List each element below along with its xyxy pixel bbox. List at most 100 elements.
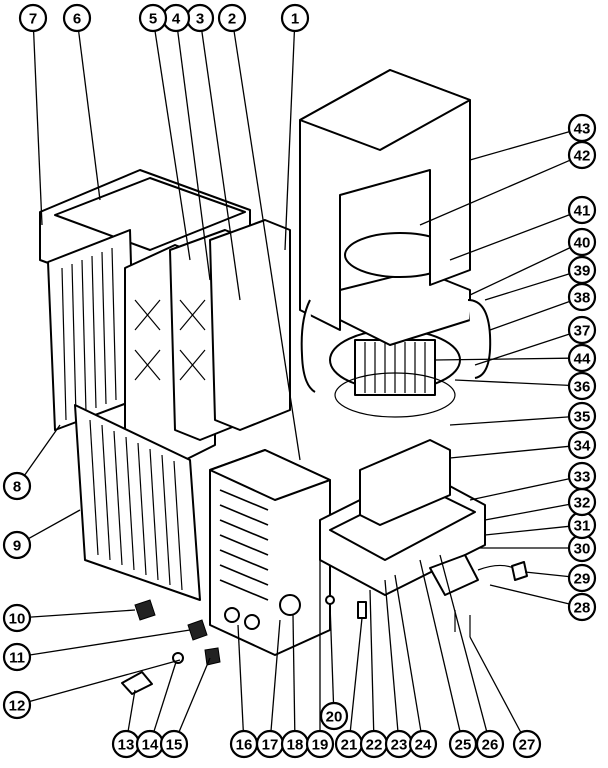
leader-line-36 xyxy=(454,379,570,387)
callout-number: 13 xyxy=(118,737,135,754)
callout-number: 41 xyxy=(574,203,591,220)
callout-circle xyxy=(2,690,32,720)
leader-line-13 xyxy=(127,689,136,732)
callout-number: 24 xyxy=(415,737,432,754)
leader-line-7 xyxy=(32,30,43,226)
callout-34: 34 xyxy=(567,430,597,460)
callout-circle xyxy=(2,530,32,560)
callout-circle xyxy=(280,3,310,33)
callout-number: 32 xyxy=(574,495,591,512)
callout-23: 23 xyxy=(384,729,414,759)
callout-number: 30 xyxy=(574,541,591,558)
callout-number: 44 xyxy=(574,351,591,368)
leader-line-37 xyxy=(474,333,570,366)
callout-15: 15 xyxy=(159,729,189,759)
callout-21: 21 xyxy=(334,729,364,759)
callout-number: 9 xyxy=(13,538,21,555)
leader-line-1 xyxy=(284,30,296,251)
callout-number: 3 xyxy=(196,11,204,28)
leader-line-14 xyxy=(153,661,177,732)
callout-2: 2 xyxy=(217,3,247,33)
small-clip-part xyxy=(134,599,156,621)
callout-7: 7 xyxy=(18,3,48,33)
leader-line-34 xyxy=(449,445,570,459)
leader-line-39 xyxy=(484,273,570,301)
leader-line-8 xyxy=(23,424,61,476)
callout-number: 27 xyxy=(519,737,536,754)
callout-circle xyxy=(567,343,597,373)
leader-line-23 xyxy=(384,579,399,732)
side-rail-right xyxy=(467,299,492,379)
callout-circle xyxy=(138,3,168,33)
filter-panel-rear xyxy=(209,219,291,431)
callout-16: 16 xyxy=(229,729,259,759)
callout-17: 17 xyxy=(255,729,285,759)
cord-plug xyxy=(511,561,528,581)
callout-26: 26 xyxy=(475,729,505,759)
callout-number: 20 xyxy=(326,709,343,726)
callout-39: 39 xyxy=(567,255,597,285)
callout-number: 5 xyxy=(149,11,157,28)
callout-circle xyxy=(217,3,247,33)
callout-number: 18 xyxy=(287,737,304,754)
rear-grille-slats xyxy=(89,419,183,591)
callout-number: 19 xyxy=(312,737,329,754)
callout-circle xyxy=(567,461,597,491)
leader-line-15 xyxy=(178,657,211,733)
screw-21 xyxy=(357,601,367,619)
callout-24: 24 xyxy=(408,729,438,759)
leader-line-12 xyxy=(29,659,181,703)
leader-line-16 xyxy=(237,624,244,732)
callout-number: 29 xyxy=(574,571,591,588)
callout-number: 22 xyxy=(366,737,383,754)
leader-line-10 xyxy=(29,609,136,618)
callout-40: 40 xyxy=(567,227,597,257)
side-rail-left xyxy=(300,299,316,393)
callout-circle xyxy=(567,430,597,460)
callout-circle xyxy=(2,471,32,501)
callout-5: 5 xyxy=(138,3,168,33)
callout-41: 41 xyxy=(567,195,597,225)
callout-circle xyxy=(319,701,349,731)
leader-line-41 xyxy=(449,213,571,261)
callout-number: 11 xyxy=(9,650,25,667)
leader-line-2 xyxy=(233,30,301,461)
leader-line-28 xyxy=(489,584,570,605)
callout-circle xyxy=(305,729,335,759)
callout-13: 13 xyxy=(111,729,141,759)
callout-22: 22 xyxy=(359,729,389,759)
leader-line-6 xyxy=(77,30,101,201)
callout-number: 40 xyxy=(574,235,591,252)
callout-circle xyxy=(567,113,597,143)
leader-line-9 xyxy=(28,509,81,540)
callout-number: 8 xyxy=(13,479,21,496)
callout-number: 1 xyxy=(291,11,299,28)
knob-part xyxy=(204,647,221,666)
callout-number: 17 xyxy=(262,737,279,754)
leader-line-31 xyxy=(484,525,570,536)
callout-36: 36 xyxy=(567,371,597,401)
leader-line-21 xyxy=(349,617,363,732)
callout-37: 37 xyxy=(567,315,597,345)
motor-bracket xyxy=(359,439,451,526)
leader-line-18 xyxy=(292,614,296,732)
leader-line-26 xyxy=(439,554,488,732)
callout-number: 21 xyxy=(341,737,358,754)
callout-32: 32 xyxy=(567,487,597,517)
callout-number: 42 xyxy=(574,148,591,165)
callout-number: 23 xyxy=(391,737,408,754)
switch-part xyxy=(187,619,208,641)
leader-line-27 xyxy=(469,636,522,733)
callout-number: 38 xyxy=(574,290,591,307)
callout-29: 29 xyxy=(567,563,597,593)
callout-number: 10 xyxy=(9,611,26,628)
callout-circle xyxy=(2,642,32,672)
callout-circle xyxy=(512,729,542,759)
callout-number: 12 xyxy=(9,698,26,715)
leader-line-17 xyxy=(270,619,281,732)
callout-18: 18 xyxy=(280,729,310,759)
callout-number: 4 xyxy=(172,11,181,28)
callout-number: 37 xyxy=(574,323,591,340)
